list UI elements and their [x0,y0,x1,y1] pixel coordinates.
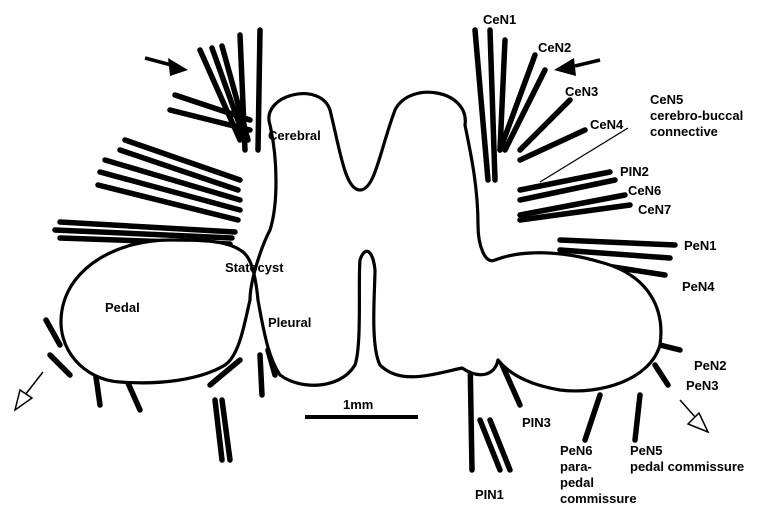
arrow-left-icon [145,58,188,76]
label-pen4: PeN4 [682,279,715,294]
label-statocyst: Statocyst [225,260,284,275]
label-pen6-desc1: para- [560,459,592,474]
label-pleural: Pleural [268,315,311,330]
label-cen1: CeN1 [483,12,516,27]
cen5-leader [540,128,628,182]
label-cen2: CeN2 [538,40,571,55]
label-cerebral: Cerebral [268,128,321,143]
label-pen1: PeN1 [684,238,717,253]
label-cen7: CeN7 [638,202,671,217]
label-pen6-desc3: commissure [560,491,637,506]
label-cen4: CeN4 [590,117,623,132]
label-pen2: PeN2 [694,358,727,373]
label-cen3: CeN3 [565,84,598,99]
label-pen3: PeN3 [686,378,719,393]
label-pen5: PeN5 [630,443,663,458]
label-pin1: PIN1 [475,487,504,502]
label-pin2: PIN2 [620,164,649,179]
open-arrow-left-icon [15,372,43,410]
arrow-right-icon [554,58,600,76]
label-pin3: PIN3 [522,415,551,430]
label-pedal: Pedal [105,300,140,315]
open-arrow-right-icon [680,400,708,432]
label-cen5-desc2: connective [650,124,718,139]
label-cen6: CeN6 [628,183,661,198]
label-cen5-desc1: cerebro-buccal [650,108,743,123]
label-pen6-desc2: pedal [560,475,594,490]
label-pen5-desc: pedal commissure [630,459,744,474]
label-scale: 1mm [343,397,373,412]
label-cen5: CeN5 [650,92,683,107]
label-pen6: PeN6 [560,443,593,458]
